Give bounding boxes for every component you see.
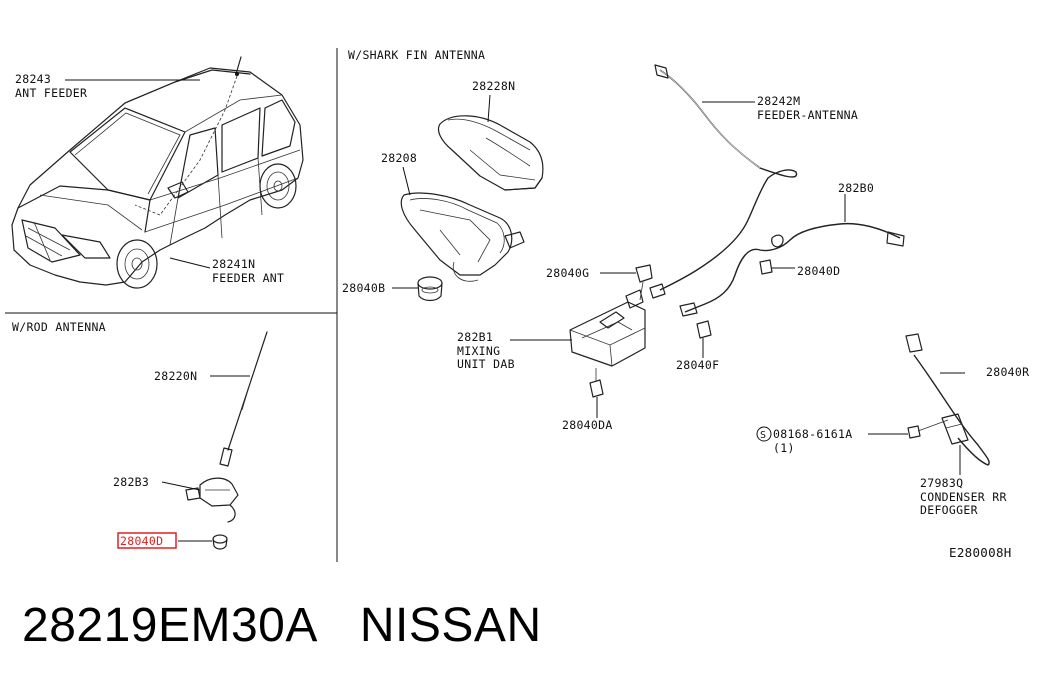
callout-28040g: 28040G: [546, 266, 589, 280]
clip-28040g: [635, 264, 653, 301]
section-title-rod: W/ROD ANTENNA: [12, 320, 106, 334]
callout-28243-code: 28243: [15, 72, 51, 86]
callout-08168: S 08168-6161A (1): [756, 426, 852, 455]
callout-28243-desc: ANT FEEDER: [15, 86, 87, 100]
callout-28241n-desc: FEEDER ANT: [212, 271, 284, 285]
callout-08168-qty: (1): [773, 441, 795, 455]
clip-28040d: [759, 259, 773, 275]
clip-28040b: [417, 276, 443, 302]
product-title: 28219EM30A NISSAN: [22, 598, 542, 653]
brand-name: NISSAN: [359, 599, 542, 652]
callout-28242m-code: 28242M: [757, 94, 800, 108]
screw-symbol: S: [760, 430, 766, 441]
highlight-box: [117, 532, 177, 549]
diagram-code: E280008H: [949, 545, 1012, 560]
callout-28208: 28208: [381, 151, 417, 165]
section-dividers: [5, 48, 338, 562]
part-number: 28219EM30A: [22, 599, 318, 652]
callout-27983q-desc2: DEFOGGER: [920, 503, 978, 517]
callout-282b1-code: 282B1: [457, 330, 493, 344]
highlighted-callout: 28040D: [117, 532, 177, 549]
clip-28040da: [589, 368, 604, 398]
clip-28040f: [696, 320, 712, 339]
rod-antenna: [219, 331, 268, 467]
feeder-antenna-cable: [649, 64, 798, 299]
condenser-defogger: [905, 333, 990, 466]
callout-28040da: 28040DA: [562, 418, 613, 432]
callout-28040d-rod: 28040D: [120, 534, 163, 548]
leader-lines: [65, 79, 965, 542]
callout-28242m-desc: FEEDER-ANTENNA: [757, 108, 858, 122]
callout-282b1-desc1: MIXING: [457, 344, 500, 358]
callout-28040d: 28040D: [797, 264, 840, 278]
mixing-unit-dab: [569, 289, 646, 367]
clip-28040d-rod: [212, 534, 228, 550]
callout-28241n-code: 28241N: [212, 257, 255, 271]
shark-fin-antenna: [437, 115, 544, 191]
rod-antenna-base: [185, 477, 239, 523]
antenna-base: [400, 192, 525, 282]
callout-282b3: 282B3: [113, 475, 149, 489]
callout-282b0: 282B0: [838, 181, 874, 195]
callout-28040f: 28040F: [676, 358, 719, 372]
feeder-cable-282b0: [679, 222, 905, 317]
callout-28040r: 28040R: [986, 365, 1029, 379]
section-title-shark-fin: W/SHARK FIN ANTENNA: [348, 48, 485, 62]
callout-282b1-desc2: UNIT DAB: [457, 357, 515, 371]
callout-27983q-code: 27983Q: [920, 476, 963, 490]
callout-08168-code: 08168-6161A: [773, 427, 852, 441]
callout-28040b: 28040B: [342, 281, 385, 295]
callout-27983q-desc1: CONDENSER RR: [920, 490, 1007, 504]
callout-28228n: 28228N: [472, 79, 515, 93]
callout-28220n: 28220N: [154, 369, 197, 383]
